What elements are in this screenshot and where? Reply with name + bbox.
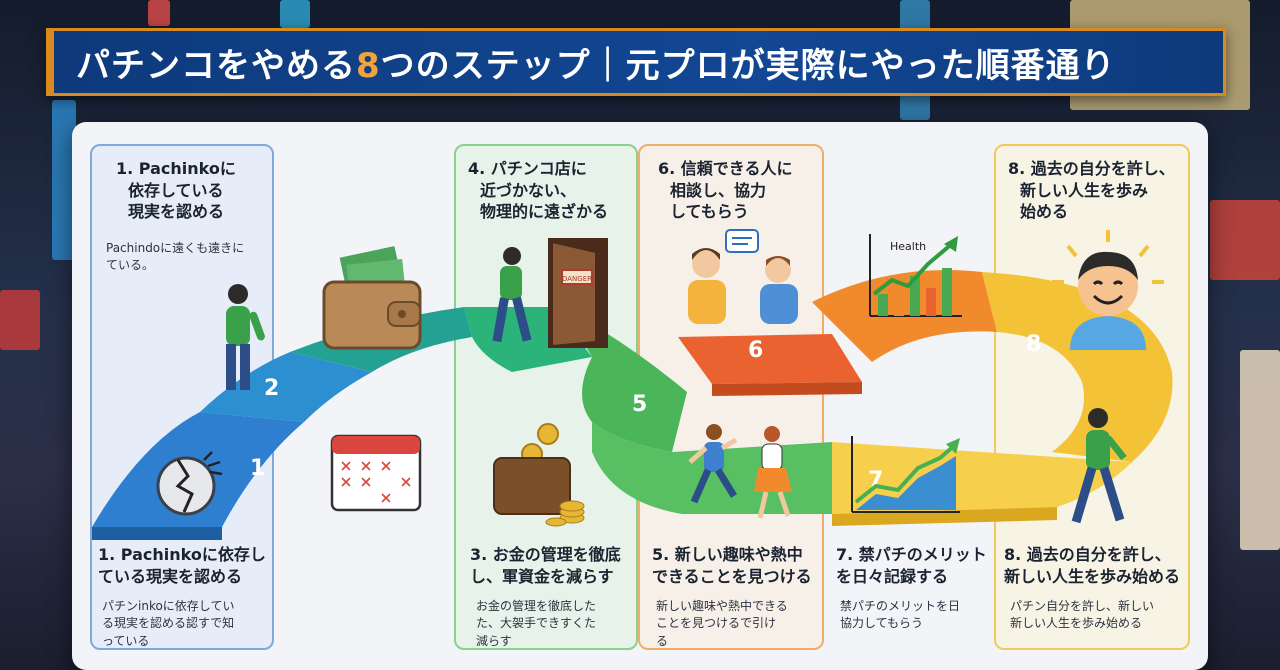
neon-sign-left-red — [0, 290, 40, 350]
steps-board: 1 2 5 6 7 8 1. Pachinkoに 依存している 現実を認める P… — [72, 122, 1208, 670]
runners-icon — [688, 424, 792, 519]
cracked-ball-icon — [156, 451, 223, 516]
neon-sign-right — [1210, 200, 1280, 280]
path-number-1: 1 — [250, 456, 266, 481]
title-number: 8 — [356, 45, 381, 86]
bottom-desc-step8: パチン自分を許し、新しい 新しい人生を歩み始める — [1010, 599, 1155, 631]
bottom-label-step1: 1. Pachinkoに依存し ている現実を認める — [98, 545, 266, 586]
neon-sign-right2 — [1240, 350, 1280, 550]
bottom-desc-step3: お金の管理を徹底した た、大袈手できすくた 減らす — [476, 599, 597, 648]
path-segment-6 — [678, 334, 862, 384]
title-banner: パチンコをやめる8つのステップ｜元プロが実際にやった順番通り — [46, 28, 1226, 96]
path-number-8: 8 — [1026, 332, 1042, 357]
path-number-5: 5 — [632, 392, 648, 417]
calendar-icon — [330, 434, 422, 512]
bottom-label-step8: 8. 過去の自分を許し、 新しい人生を歩み始める — [1004, 545, 1181, 586]
bottom-desc-step1: パチンinkoに依存してい る現実を認める認すで知 っている — [102, 599, 235, 648]
wallet-coins-icon — [493, 423, 585, 527]
top-label-step4: 4. パチンコ店に 近づかない、 物理的に遠ざかる — [468, 159, 609, 222]
smiling-person-icon — [1052, 230, 1164, 350]
consultation-icon — [688, 229, 798, 324]
health-label: Health — [890, 240, 926, 253]
top-label-step8: 8. 過去の自分を許し、 新しい人生を歩み 始める — [1008, 159, 1175, 222]
neon-sign-top — [280, 0, 310, 28]
bottom-label-step7: 7. 禁パチのメリット を日々記録する — [836, 545, 987, 586]
title-part1: パチンコをやめる — [76, 45, 356, 86]
path-number-2: 2 — [264, 376, 280, 401]
walking-forward-person-icon — [1071, 408, 1127, 524]
wallet-money-icon — [322, 246, 422, 350]
title-part2: つのステップ｜元プロが実際にやった順番通り — [380, 45, 1116, 86]
door-sign: DANGER — [562, 275, 592, 283]
top-note-step1: Pachindoに遠くも遠きに ている。 — [106, 241, 245, 273]
top-label-step1: 1. Pachinkoに 依存している 現実を認める — [116, 159, 236, 222]
person-leaving-door-icon: DANGER — [492, 238, 608, 348]
health-chart-icon: Health — [869, 234, 962, 317]
growth-graph-icon — [851, 436, 960, 513]
bottom-label-step3: 3. お金の管理を徹底 し、軍資金を減らす — [470, 545, 621, 586]
bottom-desc-step7: 禁パチのメリットを日 協力してもらう — [840, 599, 961, 631]
path-number-6: 6 — [748, 338, 764, 363]
path-segment-2 — [200, 352, 372, 422]
bottom-label-step5: 5. 新しい趣味や熱中 できることを見つける — [652, 545, 812, 586]
bottom-desc-step5: 新しい趣味や熱中できる ことを見つけるで引け る — [656, 599, 788, 648]
walking-person-icon — [226, 284, 265, 390]
neon-sign-top2 — [148, 0, 170, 26]
page-title: パチンコをやめる8つのステップ｜元プロが実際にやった順番通り — [76, 38, 1116, 87]
top-label-step6: 6. 信頼できる人に 相談し、協力 してもらう — [658, 159, 793, 222]
